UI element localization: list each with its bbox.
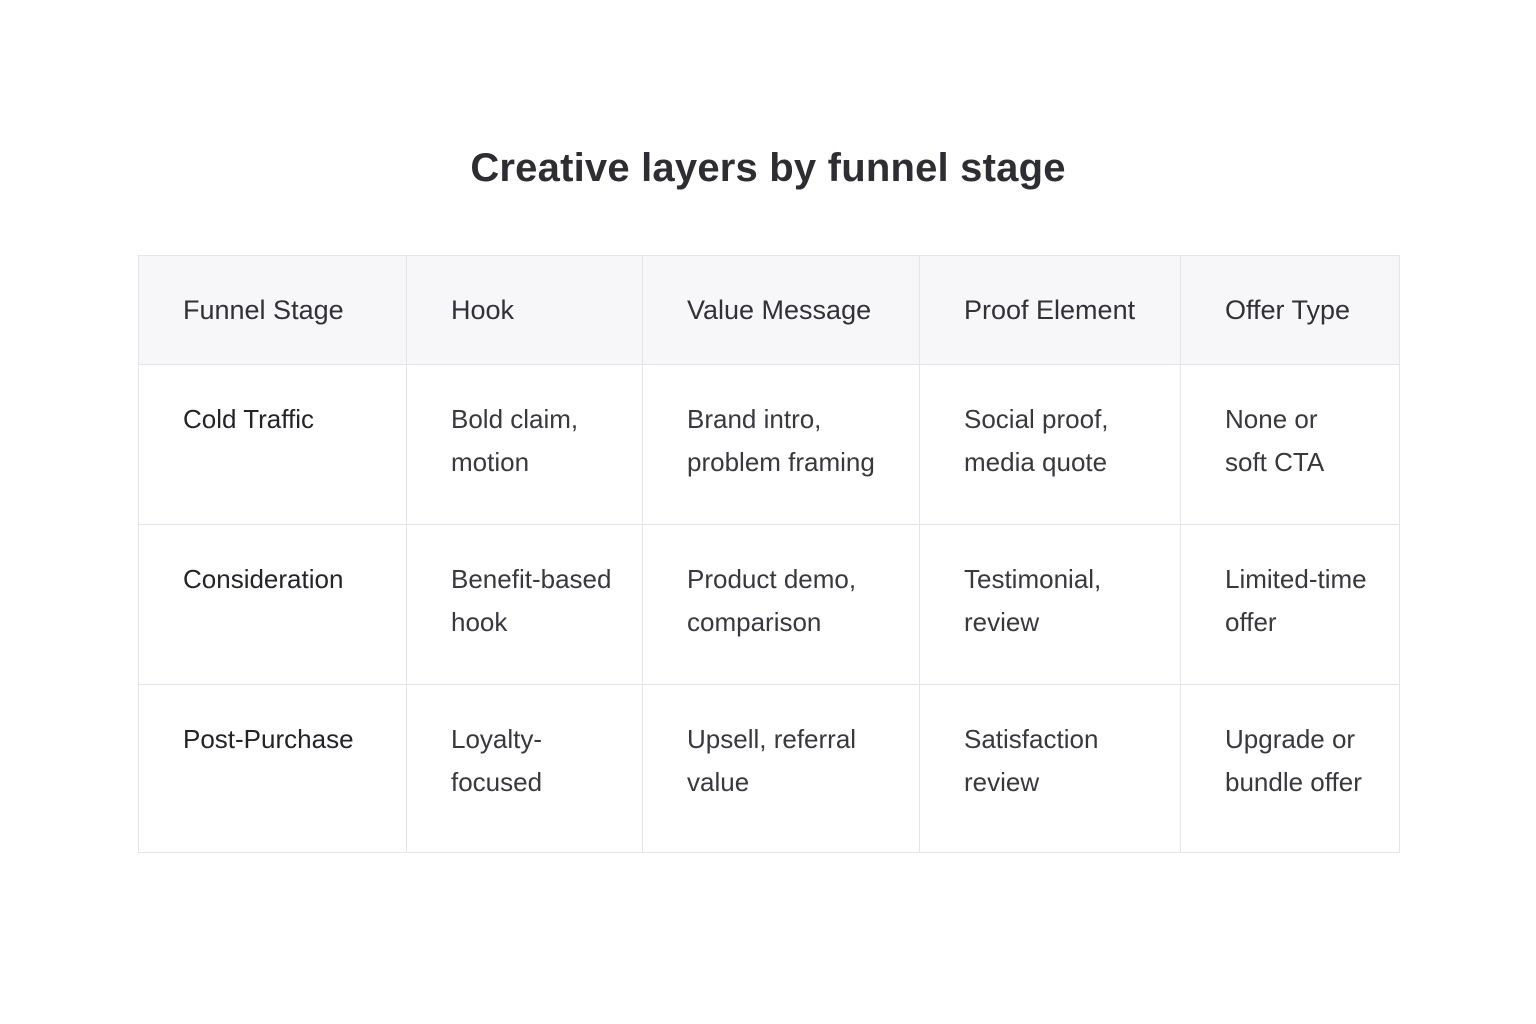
cell-proof-element: Social proof, media quote (919, 364, 1181, 525)
cell-offer-type: None or soft CTA (1180, 364, 1400, 525)
column-header-proof-element: Proof Element (919, 255, 1181, 365)
cell-hook: Loyalty- focused (406, 684, 643, 853)
funnel-stage-table: Funnel Stage Hook Value Message Proof El… (138, 255, 1400, 853)
cell-proof-element: Testimonial, review (919, 524, 1181, 685)
cell-offer-type: Limited-time offer (1180, 524, 1400, 685)
table-row: Post-Purchase Loyalty- focused Upsell, r… (138, 684, 1400, 853)
cell-hook: Bold claim, motion (406, 364, 643, 525)
cell-proof-element: Satisfaction review (919, 684, 1181, 853)
cell-funnel-stage: Consideration (138, 524, 407, 685)
cell-hook: Benefit-based hook (406, 524, 643, 685)
cell-value-message: Product demo, comparison (642, 524, 920, 685)
column-header-value-message: Value Message (642, 255, 920, 365)
cell-funnel-stage: Post-Purchase (138, 684, 407, 853)
column-header-offer-type: Offer Type (1180, 255, 1400, 365)
cell-value-message: Brand intro, problem framing (642, 364, 920, 525)
page-title: Creative layers by funnel stage (470, 146, 1066, 190)
cell-funnel-stage: Cold Traffic (138, 364, 407, 525)
cell-value-message: Upsell, referral value (642, 684, 920, 853)
cell-offer-type: Upgrade or bundle offer (1180, 684, 1400, 853)
column-header-hook: Hook (406, 255, 643, 365)
table-row: Consideration Benefit-based hook Product… (138, 524, 1400, 685)
column-header-funnel-stage: Funnel Stage (138, 255, 407, 365)
header-row: Funnel Stage Hook Value Message Proof El… (138, 255, 1400, 365)
table-row: Cold Traffic Bold claim, motion Brand in… (138, 364, 1400, 525)
